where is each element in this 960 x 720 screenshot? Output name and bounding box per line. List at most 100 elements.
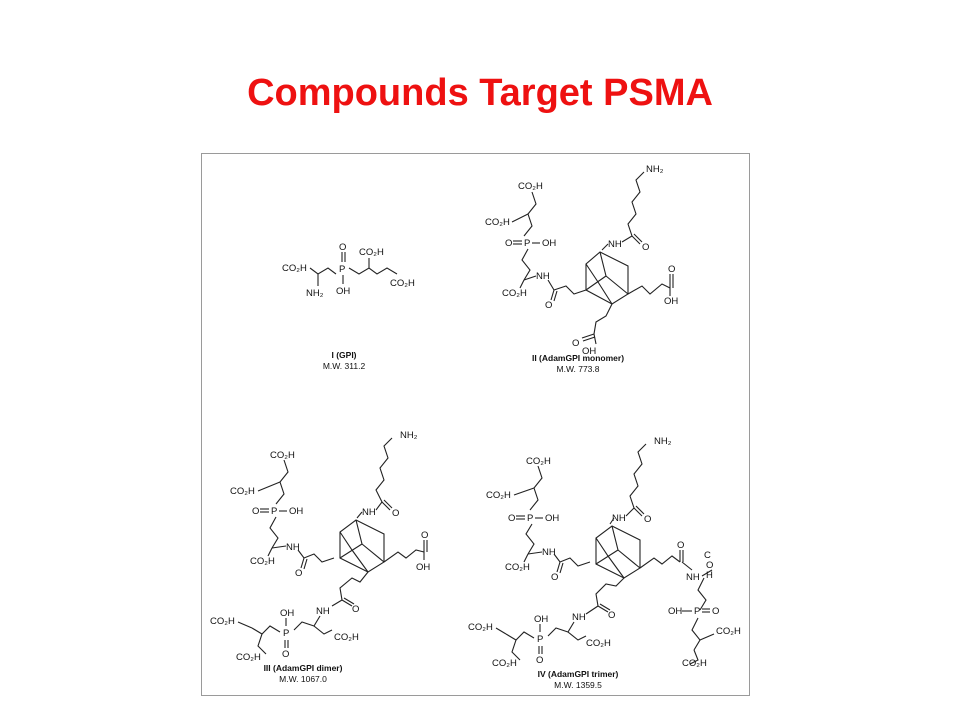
atom-label: OH (534, 614, 548, 625)
atom-label: O (572, 338, 579, 349)
bond-line (635, 505, 645, 515)
bond-line (527, 551, 543, 555)
atom-label: OH (289, 506, 303, 517)
atom-label: O (642, 242, 649, 253)
atom-label: CO₂H (390, 278, 415, 289)
bond-line (599, 603, 611, 611)
bond-line (701, 569, 713, 577)
bond-line (257, 481, 281, 492)
atom-label: O (677, 540, 684, 551)
bond-line (627, 283, 671, 295)
bond-line (269, 516, 279, 549)
compound-iii-name: III (AdamGPI dimer) (264, 663, 343, 673)
bond-line (581, 333, 595, 339)
bond-line (523, 191, 537, 237)
atom-label: NH (536, 271, 550, 282)
chemical-structures-figure: CO₂H NH₂ P O OH CO₂H CO₂H I (GPI) M.W. 3… (201, 153, 750, 696)
bond-line (625, 443, 647, 517)
bond-line (523, 275, 537, 281)
bond-line (633, 507, 643, 517)
atom-label: CO₂H (486, 490, 511, 501)
bond-line (585, 263, 613, 305)
bond-line (339, 571, 369, 601)
bond-line (699, 633, 715, 641)
bond-line (381, 501, 391, 511)
compound-i-structure: CO₂H NH₂ P O OH CO₂H CO₂H (282, 242, 415, 299)
bond-line (601, 243, 609, 251)
bond-line (631, 235, 641, 245)
atom-label: CO₂H (250, 556, 275, 567)
atom-label: O (508, 513, 515, 524)
atom-label: NH₂ (654, 436, 672, 447)
bond-line (331, 599, 343, 607)
bond-line (609, 517, 615, 525)
bond-line (567, 621, 587, 641)
atom-label: CO₂H (492, 658, 517, 669)
bond-line (599, 251, 629, 295)
bond-line (513, 487, 535, 496)
bond-line (529, 465, 543, 511)
atom-label: CO₂H (502, 288, 527, 299)
bond-line (355, 519, 385, 563)
bond-line (521, 248, 531, 281)
bond-line (611, 525, 641, 569)
bond-line (633, 233, 643, 243)
atom-label: NH (316, 606, 330, 617)
bond-line (375, 437, 393, 511)
bond-line (689, 649, 699, 665)
compound-ii-structure: CO₂H CO₂H O P OH NH CO₂H O NH O NH₂ (485, 164, 678, 357)
atom-label: OH (664, 296, 678, 307)
atom-label: CO₂H (230, 486, 255, 497)
atom-label: NH (686, 572, 700, 583)
atom-label: OH (336, 286, 350, 297)
atom-label: NH (608, 239, 622, 250)
compound-ii-name: II (AdamGPI monomer) (532, 353, 624, 363)
atom-label: CO₂H (359, 247, 384, 258)
bond-line (597, 605, 609, 613)
atom-label: P (524, 238, 530, 249)
bond-line (267, 547, 273, 557)
atom-label: CO₂H (270, 450, 295, 461)
atom-label: OH (545, 513, 559, 524)
atom-label: P (283, 628, 289, 639)
atom-label: O (551, 572, 558, 583)
bond-line (523, 553, 529, 563)
atom-label: O (712, 606, 719, 617)
bond-line (356, 511, 363, 519)
atom-label: O (608, 610, 615, 621)
atom-label: P (339, 264, 345, 275)
bond-line (525, 523, 535, 555)
atom-label: O (644, 514, 651, 525)
atom-label: OH (582, 346, 596, 357)
slide-title: Compounds Target PSMA (247, 72, 713, 114)
bond-line (582, 336, 596, 342)
bond-line (348, 267, 398, 275)
bond-line (593, 333, 597, 345)
bond-line (303, 558, 308, 570)
bond-line (585, 605, 599, 615)
bond-line (505, 631, 535, 641)
atom-label: O (339, 242, 346, 253)
atom-label: O (295, 568, 302, 579)
atom-label: OH (280, 608, 294, 619)
atom-label: NH₂ (400, 430, 418, 441)
bond-line (257, 633, 267, 655)
atom-label: NH (362, 507, 376, 518)
compound-ii-mw: M.W. 773.8 (557, 364, 600, 374)
atom-label: CO₂H (716, 626, 741, 637)
atom-label: NH (286, 542, 300, 553)
bond-line (275, 459, 289, 505)
atom-label: O (282, 649, 289, 660)
atom-label: NH (572, 612, 586, 623)
atom-label: O (706, 560, 713, 571)
atom-label: OH (542, 238, 556, 249)
atom-label: CO₂H (682, 658, 707, 669)
atom-label: NH₂ (306, 288, 324, 299)
bond-line (547, 279, 587, 295)
bond-line (237, 621, 253, 629)
bond-line (341, 599, 353, 607)
atom-label: P (527, 513, 533, 524)
atom-label: CO₂H (210, 616, 235, 627)
atom-label: O (505, 238, 512, 249)
bond-line (595, 537, 625, 579)
